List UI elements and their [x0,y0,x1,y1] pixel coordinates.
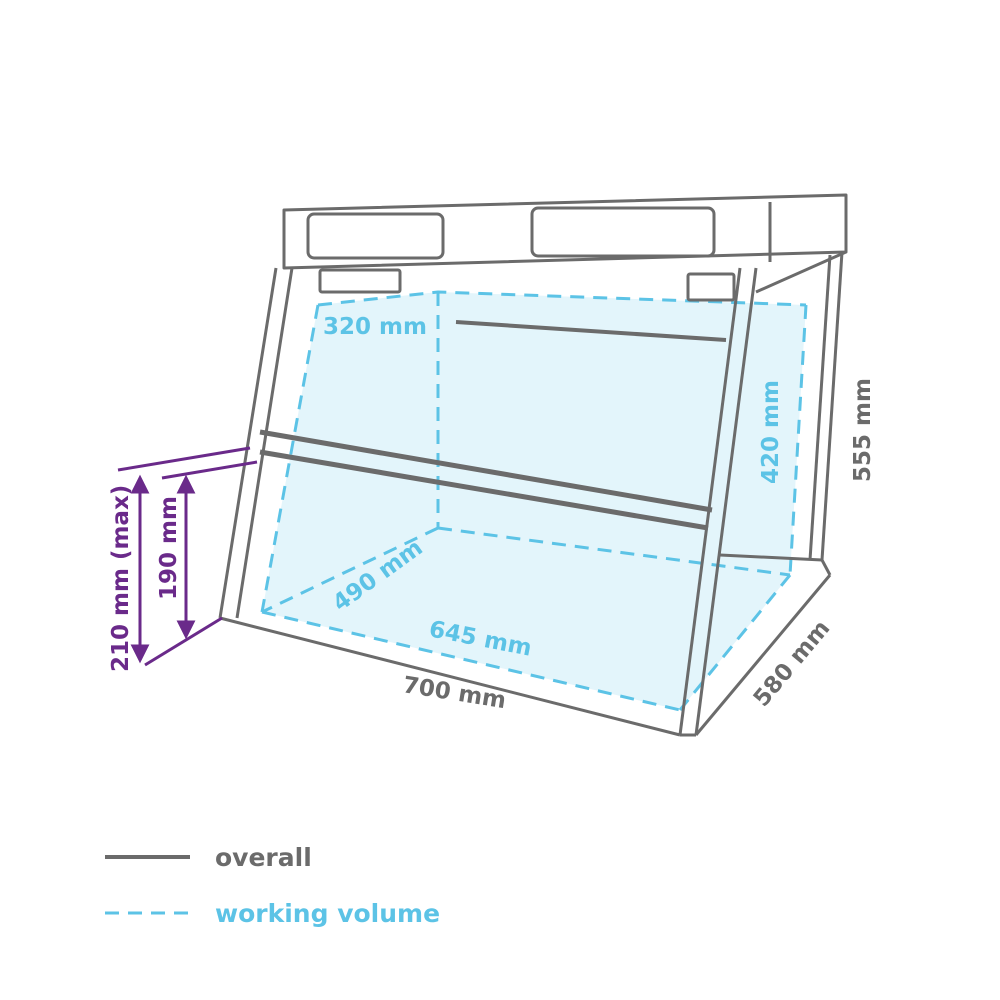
top-panel-left [306,212,445,260]
label-overall-depth: 580 mm [749,616,836,712]
legend-working-label: working volume [215,899,440,928]
label-working-depth-top: 320 mm [323,314,427,340]
cabinet-frame [218,193,848,737]
top-panel-right [530,206,716,258]
legend: overall working volume [105,843,440,928]
label-opening-max: 210 mm (max) [108,485,134,672]
light-left [318,268,402,294]
label-working-height: 420 mm [758,380,784,484]
opening-height-dimension [117,446,258,667]
light-right [686,272,736,302]
label-opening: 190 mm [156,496,182,600]
legend-overall-label: overall [215,843,312,872]
label-overall-height: 555 mm [850,378,876,482]
working-volume-outline [260,290,808,712]
